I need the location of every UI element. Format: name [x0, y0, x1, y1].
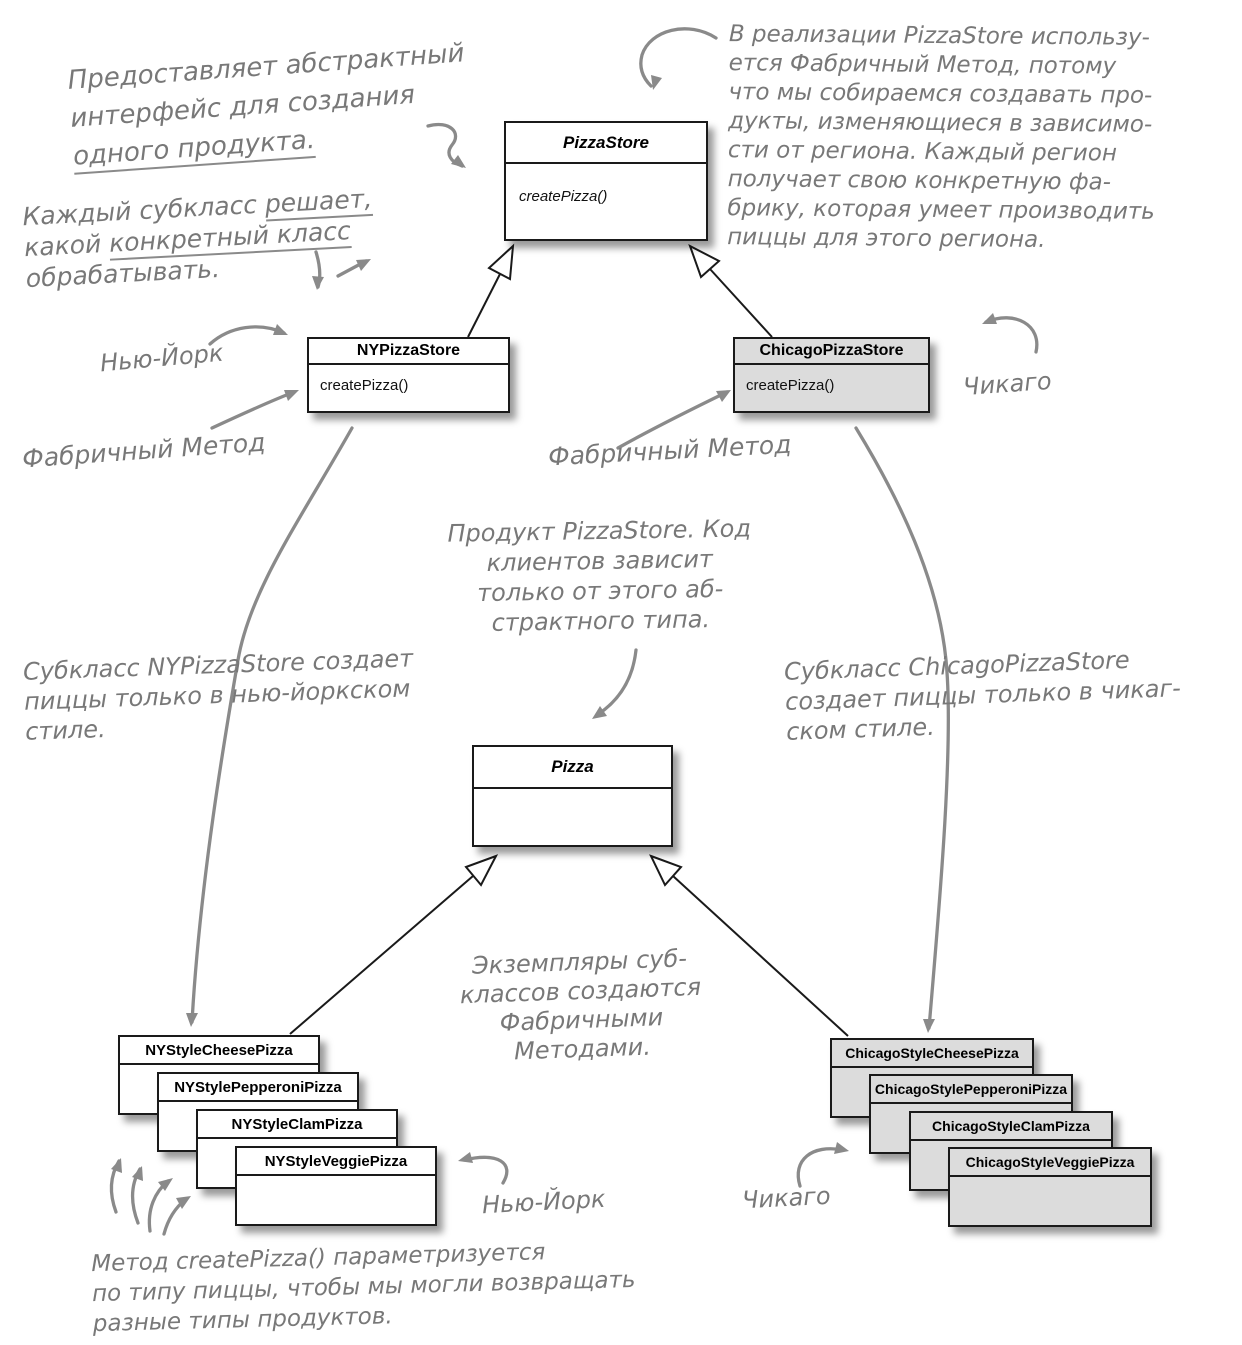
class-title-nystylecheesepizza: NYStyleCheesePizza [120, 1037, 318, 1065]
class-box-nystyleveggiepizza: NYStyleVeggiePizza [235, 1146, 437, 1226]
class-box-chicagostyleveggiepizza: ChicagoStyleVeggiePizza [948, 1147, 1152, 1227]
inheritance-triangle-pizza-right [649, 854, 683, 887]
note-ny-subclass: Субкласс NYPizzaStore создает пиццы толь… [23, 643, 416, 747]
note-pizzastore-product: Продукт PizzaStore. Код клиентов зависит… [427, 513, 773, 639]
class-title-nystyleclampizza: NYStyleClamPizza [198, 1111, 396, 1139]
class-title-pizza: Pizza [474, 747, 671, 789]
note-line: только от этого аб- [476, 574, 724, 608]
class-title-pizzastore: PizzaStore [506, 123, 706, 164]
hand-arrow-heads [111, 75, 997, 1209]
uml-hollow-triangles [464, 243, 721, 887]
inheritance-triangle-right [688, 243, 721, 279]
inheritance-line-chicagopizzas [672, 875, 849, 1037]
note-instances-created: Экземпляры суб- классов создаются Фабрич… [443, 943, 719, 1068]
inheritance-line-nypizzas [289, 875, 474, 1035]
note-line: Продукт PizzaStore. Код [447, 514, 752, 548]
class-title-chicagostylepepperonipizza: ChicagoStylePepperoniPizza [871, 1076, 1071, 1104]
class-title-chicagopizzastore: ChicagoPizzaStore [735, 339, 928, 365]
class-title-nypizzastore: NYPizzaStore [309, 339, 508, 365]
hand-arrow-strokes [109, 27, 1039, 1236]
arrow-chicagobottom-to-stack [796, 1147, 845, 1188]
class-title-nystylepepperonipizza: NYStylePepperoniPizza [159, 1074, 357, 1102]
arrow-to-pizzastore-right [639, 27, 718, 88]
inheritance-triangle-left [487, 243, 515, 281]
uml-inheritance-lines [289, 268, 849, 1037]
class-title-chicagostyleclampizza: ChicagoStyleClamPizza [911, 1113, 1111, 1141]
note-line: страктного типа. [491, 605, 711, 637]
class-box-pizzastore: PizzaStore createPizza() [504, 121, 708, 241]
note-line: В реализации PizzaStore использу- [728, 21, 1150, 51]
note-line: брику, которая умеет производить [727, 195, 1155, 225]
class-body-chicagopizzastore: createPizza() [735, 365, 928, 394]
note-line: получает свою конкретную фа- [727, 166, 1112, 196]
inheritance-line-chicagostore [709, 268, 773, 338]
class-box-nypizzastore: NYPizzaStore createPizza() [307, 337, 510, 413]
inheritance-line-nystore [467, 273, 501, 338]
arrow-productnote-to-pizza [595, 648, 638, 717]
curve-nystore-to-nypizzas [190, 426, 354, 1024]
note-line: пиццы для этого региона. [727, 224, 1046, 253]
note-chicago-subclass: Субкласс ChicagoPizzaStore создает пиццы… [784, 643, 1183, 747]
arrow-factorymid-to-method [616, 390, 729, 450]
note-line: дукты, изменяющиеся в зависимо- [728, 108, 1153, 138]
method-createpizza-ny: createPizza() [320, 377, 409, 394]
arrow-nybottom-to-stack [462, 1155, 509, 1185]
note-factory-method-realization: В реализации PizzaStore использу- ется Ф… [727, 20, 1156, 256]
method-createpizza-abstract: createPizza() [519, 188, 608, 205]
method-createpizza-chicago: createPizza() [746, 377, 835, 394]
curve-chicagostore-to-chicagopizzas [854, 426, 951, 1030]
label-chicago-bottom: Чикаго [741, 1181, 832, 1215]
note-createpizza-parameterized: Метод createPizza() параметризуется по т… [91, 1235, 637, 1339]
class-box-chicagopizzastore: ChicagoPizzaStore createPizza() [733, 337, 930, 413]
class-body-pizzastore: createPizza() [506, 164, 706, 205]
arrow-factoryleft-to-method [210, 390, 296, 430]
class-title-chicagostyleveggiepizza: ChicagoStyleVeggiePizza [950, 1149, 1150, 1177]
note-subclass-decides: Каждый субкласс решает, какой конкретный… [22, 183, 376, 294]
class-title-nystyleveggiepizza: NYStyleVeggiePizza [237, 1148, 435, 1176]
inheritance-triangle-pizza-left [464, 854, 499, 887]
note-line: ется Фабричный Метод, потому [728, 50, 1117, 80]
note-line: сти от региона. Каждый регион [727, 137, 1118, 167]
note-line: что мы собираемся создавать про- [728, 79, 1153, 109]
class-body-nypizzastore: createPizza() [309, 365, 508, 394]
class-box-pizza: Pizza [472, 745, 673, 847]
class-title-chicagostylecheesepizza: ChicagoStyleCheesePizza [832, 1040, 1032, 1068]
